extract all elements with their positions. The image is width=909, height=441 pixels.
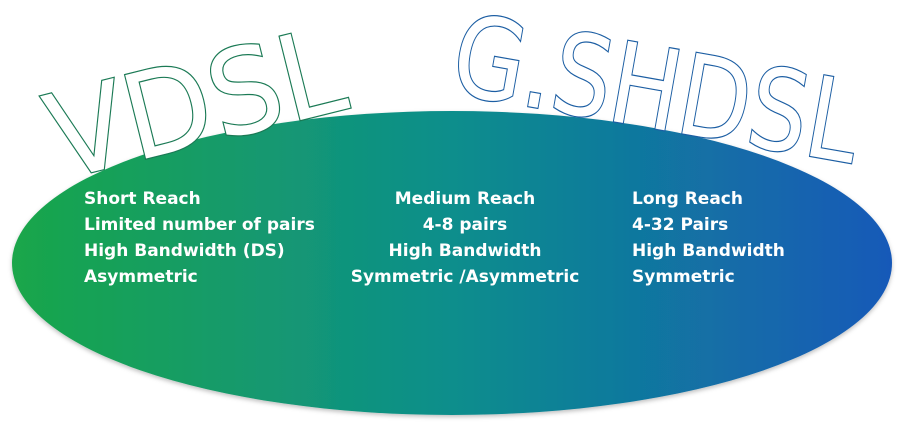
feature-line: Long Reach bbox=[632, 189, 743, 209]
feature-line: Short Reach bbox=[84, 189, 201, 209]
feature-line: Symmetric /Asymmetric bbox=[350, 267, 580, 287]
middle-features-column: Medium Reach 4-8 pairs High Bandwidth Sy… bbox=[340, 186, 590, 290]
feature-line: High Bandwidth (DS) bbox=[84, 241, 285, 261]
vdsl-features-column: Short Reach Limited number of pairs High… bbox=[84, 186, 315, 290]
feature-line: 4-8 pairs bbox=[422, 215, 508, 235]
feature-line: High Bandwidth bbox=[632, 241, 785, 261]
feature-line: Symmetric bbox=[632, 267, 735, 287]
feature-line: Asymmetric bbox=[84, 267, 198, 287]
feature-line: Limited number of pairs bbox=[84, 215, 315, 235]
feature-line: High Bandwidth bbox=[388, 241, 542, 261]
feature-line: Medium Reach bbox=[394, 189, 536, 209]
gshdsl-features-column: Long Reach 4-32 Pairs High Bandwidth Sym… bbox=[632, 186, 785, 290]
gradient-ellipse bbox=[12, 111, 892, 415]
feature-line: 4-32 Pairs bbox=[632, 215, 729, 235]
